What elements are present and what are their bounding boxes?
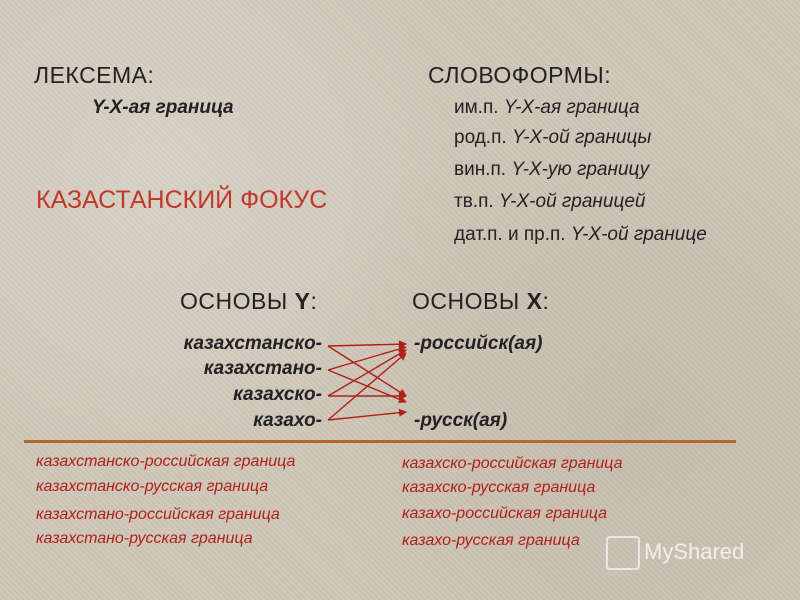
lexeme-value: Y-X-ая граница: [92, 97, 234, 118]
arrow: [327, 340, 407, 349]
stems-x-colon: :: [542, 288, 550, 314]
stem-y: казахо-: [253, 410, 322, 431]
stem-x: -русск(ая): [414, 410, 508, 431]
wordform-row: род.п. Y-X-ой границы: [454, 127, 651, 149]
case-label: род.п.: [454, 127, 512, 148]
arrow: [327, 345, 407, 371]
combination-item: казахо-российская граница: [402, 505, 607, 522]
lexeme-heading: ЛЕКСЕМА:: [34, 62, 155, 88]
case-label: дат.п. и пр.п.: [454, 224, 571, 245]
stem-y: казахстано-: [203, 358, 322, 379]
wordform: Y-X-ая граница: [503, 97, 640, 118]
focus-title: КАЗАСТАНСКИЙ ФОКУС: [36, 186, 328, 214]
wordform-row: им.п. Y-X-ая граница: [454, 97, 640, 119]
divider-line: [24, 440, 736, 443]
arrow: [327, 345, 407, 397]
arrow: [327, 352, 407, 421]
case-label: им.п.: [454, 97, 504, 118]
stems-x-prefix: ОСНОВЫ: [412, 288, 527, 314]
stems-y-heading: ОСНОВЫ Y:: [180, 288, 317, 315]
watermark-logo-icon: [606, 536, 640, 570]
stem-x: -российск(ая): [414, 333, 543, 354]
case-label: тв.п.: [454, 191, 499, 212]
combination-item: казахско-русская граница: [402, 479, 596, 496]
wordform-row: вин.п. Y-X-ую границу: [454, 159, 649, 181]
stems-x-letter: X: [526, 288, 543, 314]
stems-y-letter: Y: [294, 288, 311, 314]
combination-item: казахско-российская граница: [402, 455, 623, 472]
combination-item: казахстано-российская граница: [36, 506, 280, 523]
wordform: Y-X-ой границы: [511, 127, 652, 148]
combination-item: казахстанско-русская граница: [36, 478, 269, 495]
combination-item: казахо-русская граница: [402, 532, 580, 549]
stems-y-prefix: ОСНОВЫ: [180, 288, 295, 314]
wordform: Y-X-ой границей: [498, 191, 646, 212]
stem-y: казахско-: [233, 384, 322, 405]
case-label: вин.п.: [454, 159, 512, 180]
wordform: Y-X-ую границу: [511, 159, 650, 180]
stems-x-heading: ОСНОВЫ X:: [412, 288, 549, 315]
wordform-row: дат.п. и пр.п. Y-X-ой границе: [454, 224, 707, 246]
stems-y-colon: :: [310, 288, 318, 314]
combination-item: казахстанско-российская граница: [36, 453, 296, 470]
wordform-row: тв.п. Y-X-ой границей: [454, 191, 645, 213]
stem-y: казахстанско-: [183, 333, 322, 354]
combination-item: казахстано-русская граница: [36, 530, 253, 547]
watermark: MyShared: [644, 539, 745, 564]
arrow: [327, 349, 407, 397]
wordform: Y-X-ой границе: [570, 224, 707, 245]
wordforms-heading: СЛОВОФОРМЫ:: [428, 62, 612, 88]
arrow: [327, 408, 407, 421]
